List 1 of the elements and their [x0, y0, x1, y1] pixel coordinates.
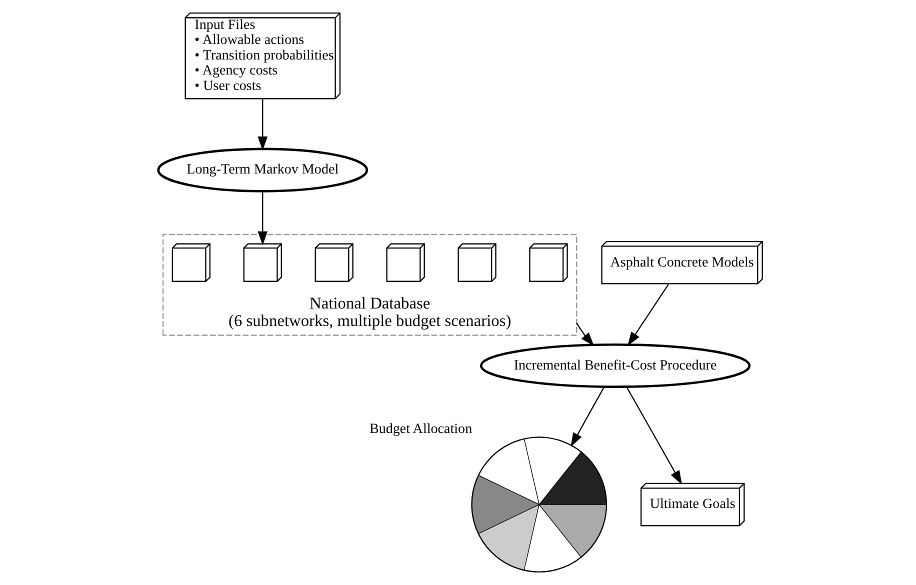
node-label: Budget Allocation — [370, 421, 472, 438]
